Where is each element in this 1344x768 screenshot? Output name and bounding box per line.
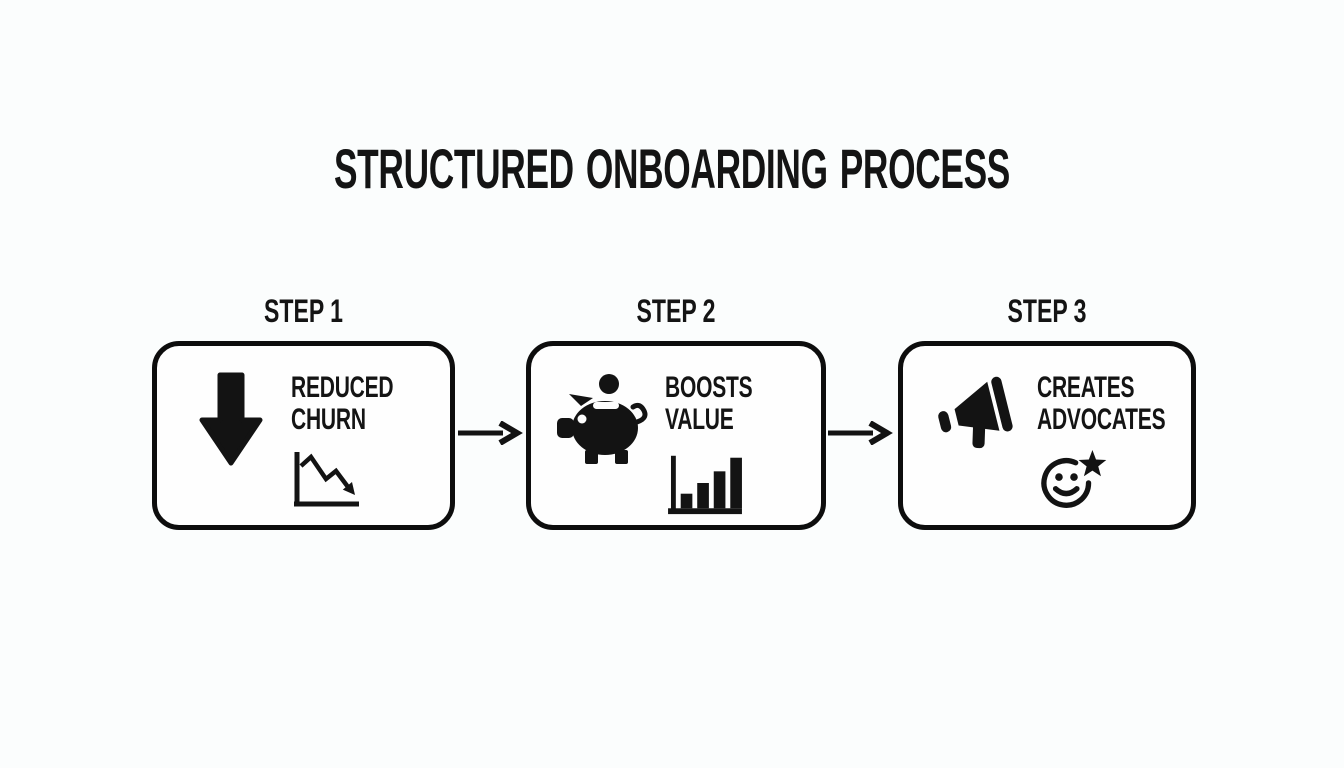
page-title: STRUCTURED ONBOARDING PROCESS <box>333 137 1011 200</box>
step3-benefit-text: CREATES ADVOCATES <box>1037 371 1166 436</box>
rising-bar-chart-icon <box>665 448 811 518</box>
arrow-step2-step3 <box>827 421 893 445</box>
step3-label: STEP 3 <box>1007 293 1087 329</box>
down-arrow-icon <box>177 372 285 466</box>
megaphone-icon <box>923 372 1031 464</box>
declining-line-chart-icon <box>291 448 440 512</box>
step1-label: STEP 1 <box>264 293 343 329</box>
arrow-step1-step2 <box>457 421 523 445</box>
step3-box: CREATES ADVOCATES <box>898 341 1196 530</box>
smiley-star-icon <box>1037 448 1181 512</box>
step1-benefit-text: REDUCED CHURN <box>291 371 394 436</box>
step2-label: STEP 2 <box>636 293 716 329</box>
step2-box: BOOSTS VALUE <box>526 341 826 530</box>
step1-box: REDUCED CHURN <box>152 341 455 530</box>
piggy-bank-icon <box>551 372 659 468</box>
step2-benefit-text: BOOSTS VALUE <box>665 371 753 436</box>
